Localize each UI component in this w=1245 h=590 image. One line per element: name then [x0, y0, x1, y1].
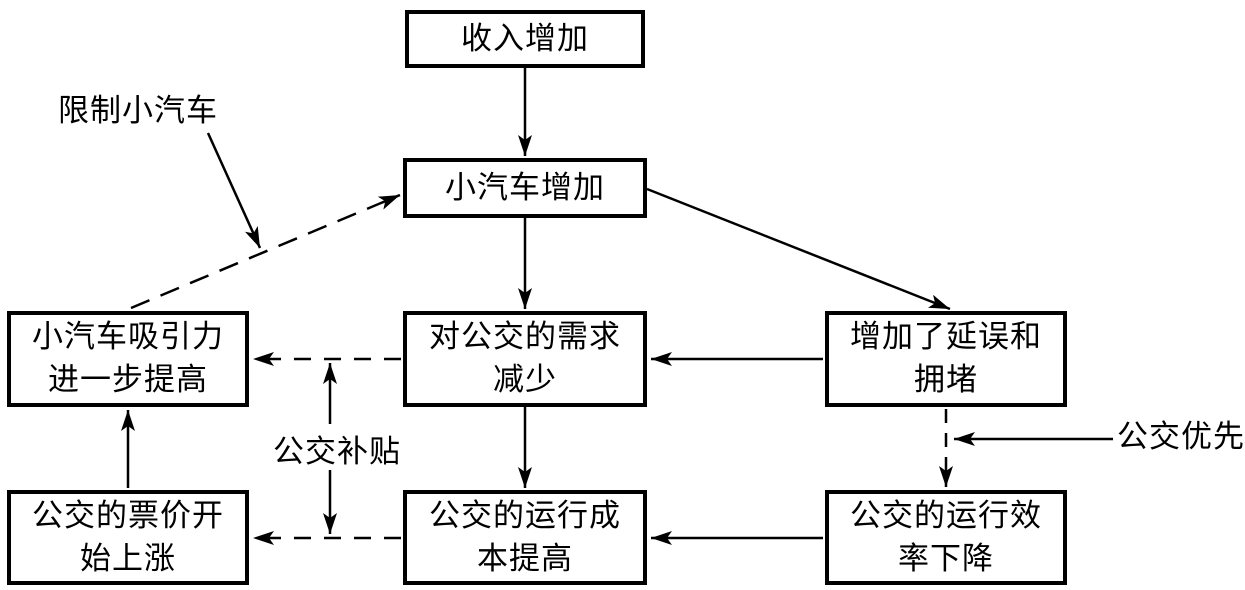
- node-transit-demand-label: 对公交的需求 减少: [429, 319, 621, 398]
- node-income-label: 收入增加: [461, 20, 589, 57]
- node-car-attractiveness-label: 小汽车吸引力 进一步提高: [32, 319, 224, 398]
- node-operating-cost: 公交的运行成 本提高: [403, 490, 647, 585]
- restrict-cars-pointer-arrow: [206, 132, 262, 249]
- edge-car-attractiveness-to-cars-dashed: [130, 193, 401, 310]
- node-operating-cost-label: 公交的运行成 本提高: [429, 497, 621, 577]
- node-delays-congestion-label: 增加了延误和 拥堵: [850, 319, 1042, 398]
- node-cars-increase-label: 小汽车增加: [445, 169, 605, 206]
- node-car-attractiveness: 小汽车吸引力 进一步提高: [7, 311, 249, 407]
- node-fares-rise-label: 公交的票价开 始上涨: [32, 497, 224, 577]
- node-efficiency-drop: 公交的运行效 率下降: [825, 490, 1067, 585]
- node-transit-demand: 对公交的需求 减少: [403, 311, 647, 407]
- label-restrict-cars: 限制小汽车: [58, 93, 218, 129]
- node-fares-rise: 公交的票价开 始上涨: [7, 490, 249, 585]
- node-efficiency-drop-label: 公交的运行效 率下降: [850, 497, 1042, 577]
- node-income: 收入增加: [405, 10, 645, 68]
- node-cars-increase: 小汽车增加: [403, 158, 647, 218]
- label-bus-subsidy: 公交补贴: [273, 434, 401, 470]
- node-delays-congestion: 增加了延误和 拥堵: [825, 311, 1067, 407]
- label-bus-priority: 公交优先: [1117, 419, 1245, 455]
- edge-cars-to-delays: [646, 187, 951, 311]
